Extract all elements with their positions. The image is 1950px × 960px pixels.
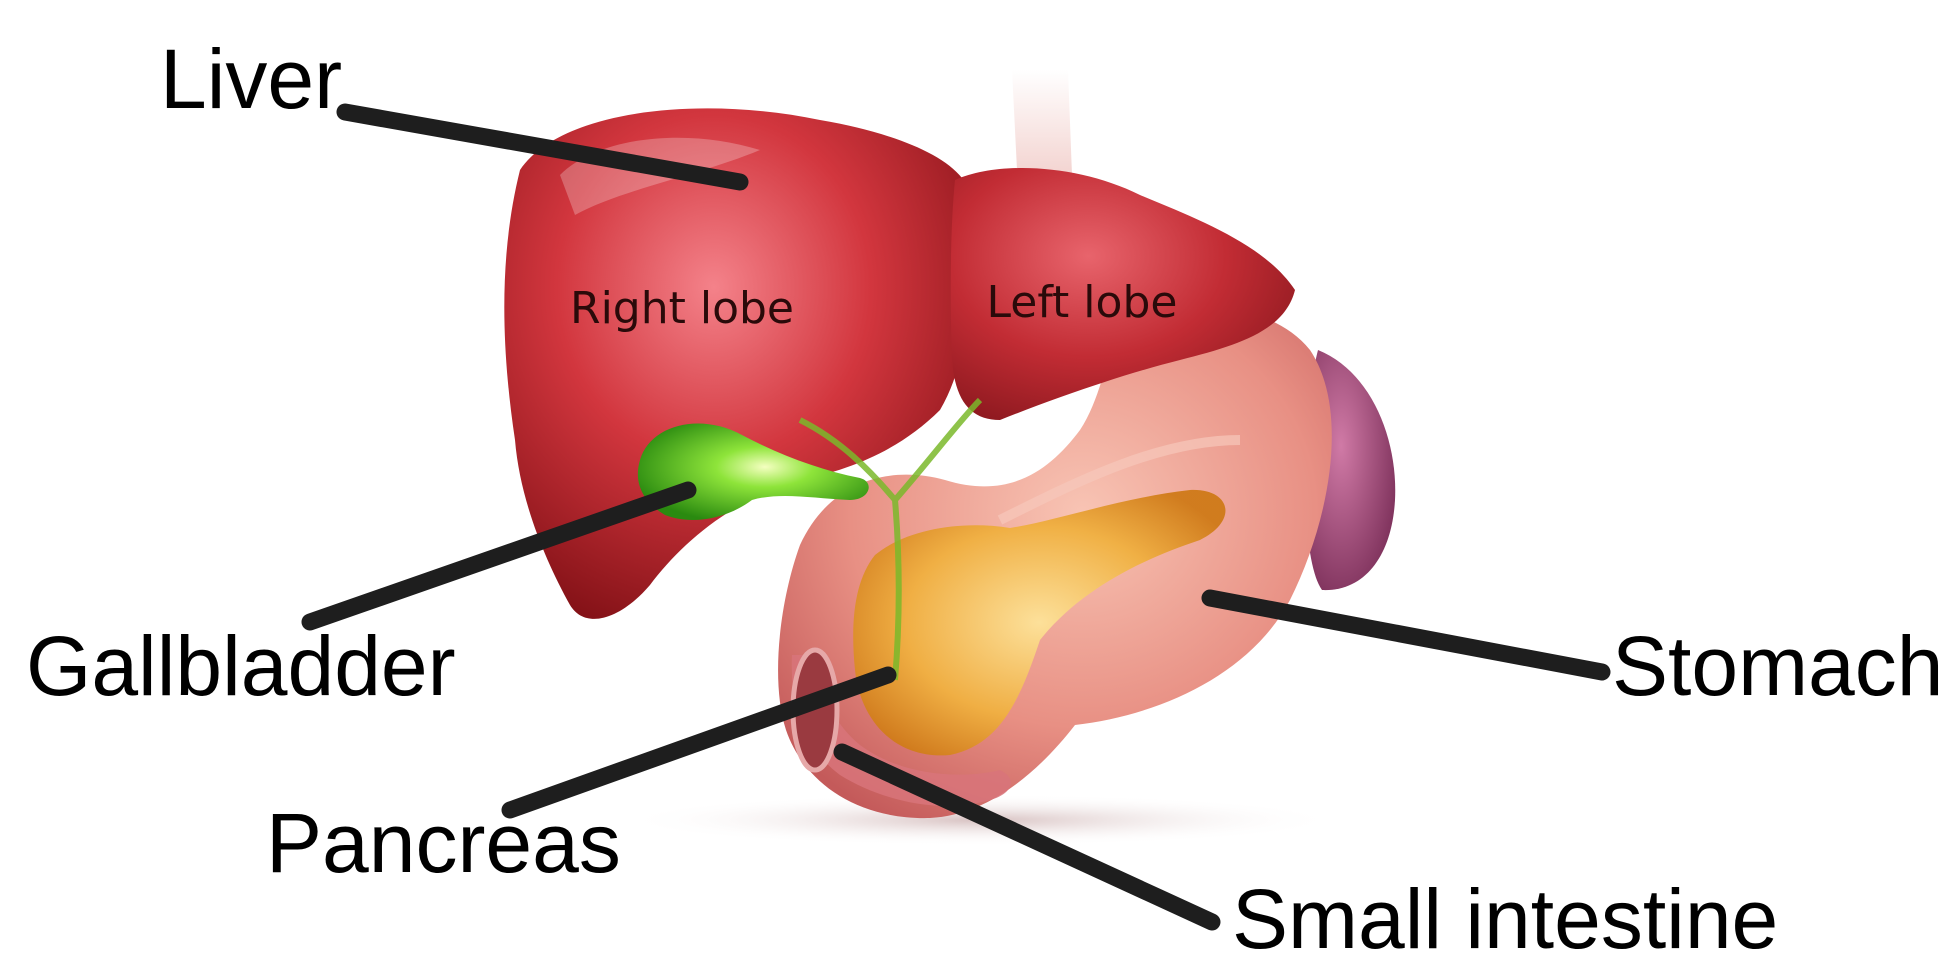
stomach-rugae	[997, 435, 1241, 525]
gallbladder-label: Gallbladder	[26, 619, 456, 713]
liver-label: Liver	[160, 32, 342, 126]
esophagus	[1012, 70, 1072, 190]
pancreas-leader-line	[501, 666, 897, 819]
liver-right-lobe	[504, 108, 970, 619]
liver-left-lobe	[950, 168, 1295, 420]
pancreas-label: Pancreas	[266, 796, 621, 890]
stomach-label: Stomach	[1612, 619, 1944, 713]
left-lobe-label: Left lobe	[987, 277, 1178, 328]
gallbladder	[637, 423, 869, 520]
right-lobe-label: Right lobe	[570, 283, 794, 334]
small-intestine-label: Small intestine	[1232, 872, 1778, 960]
small-intestine-leader-line	[833, 743, 1221, 931]
gallbladder-leader-line	[301, 481, 697, 631]
bile-duct	[798, 397, 983, 681]
stomach-leader-line	[1201, 589, 1611, 681]
small-intestine	[791, 655, 1011, 806]
liver-leader-line	[336, 103, 749, 191]
pancreas	[853, 489, 1226, 756]
